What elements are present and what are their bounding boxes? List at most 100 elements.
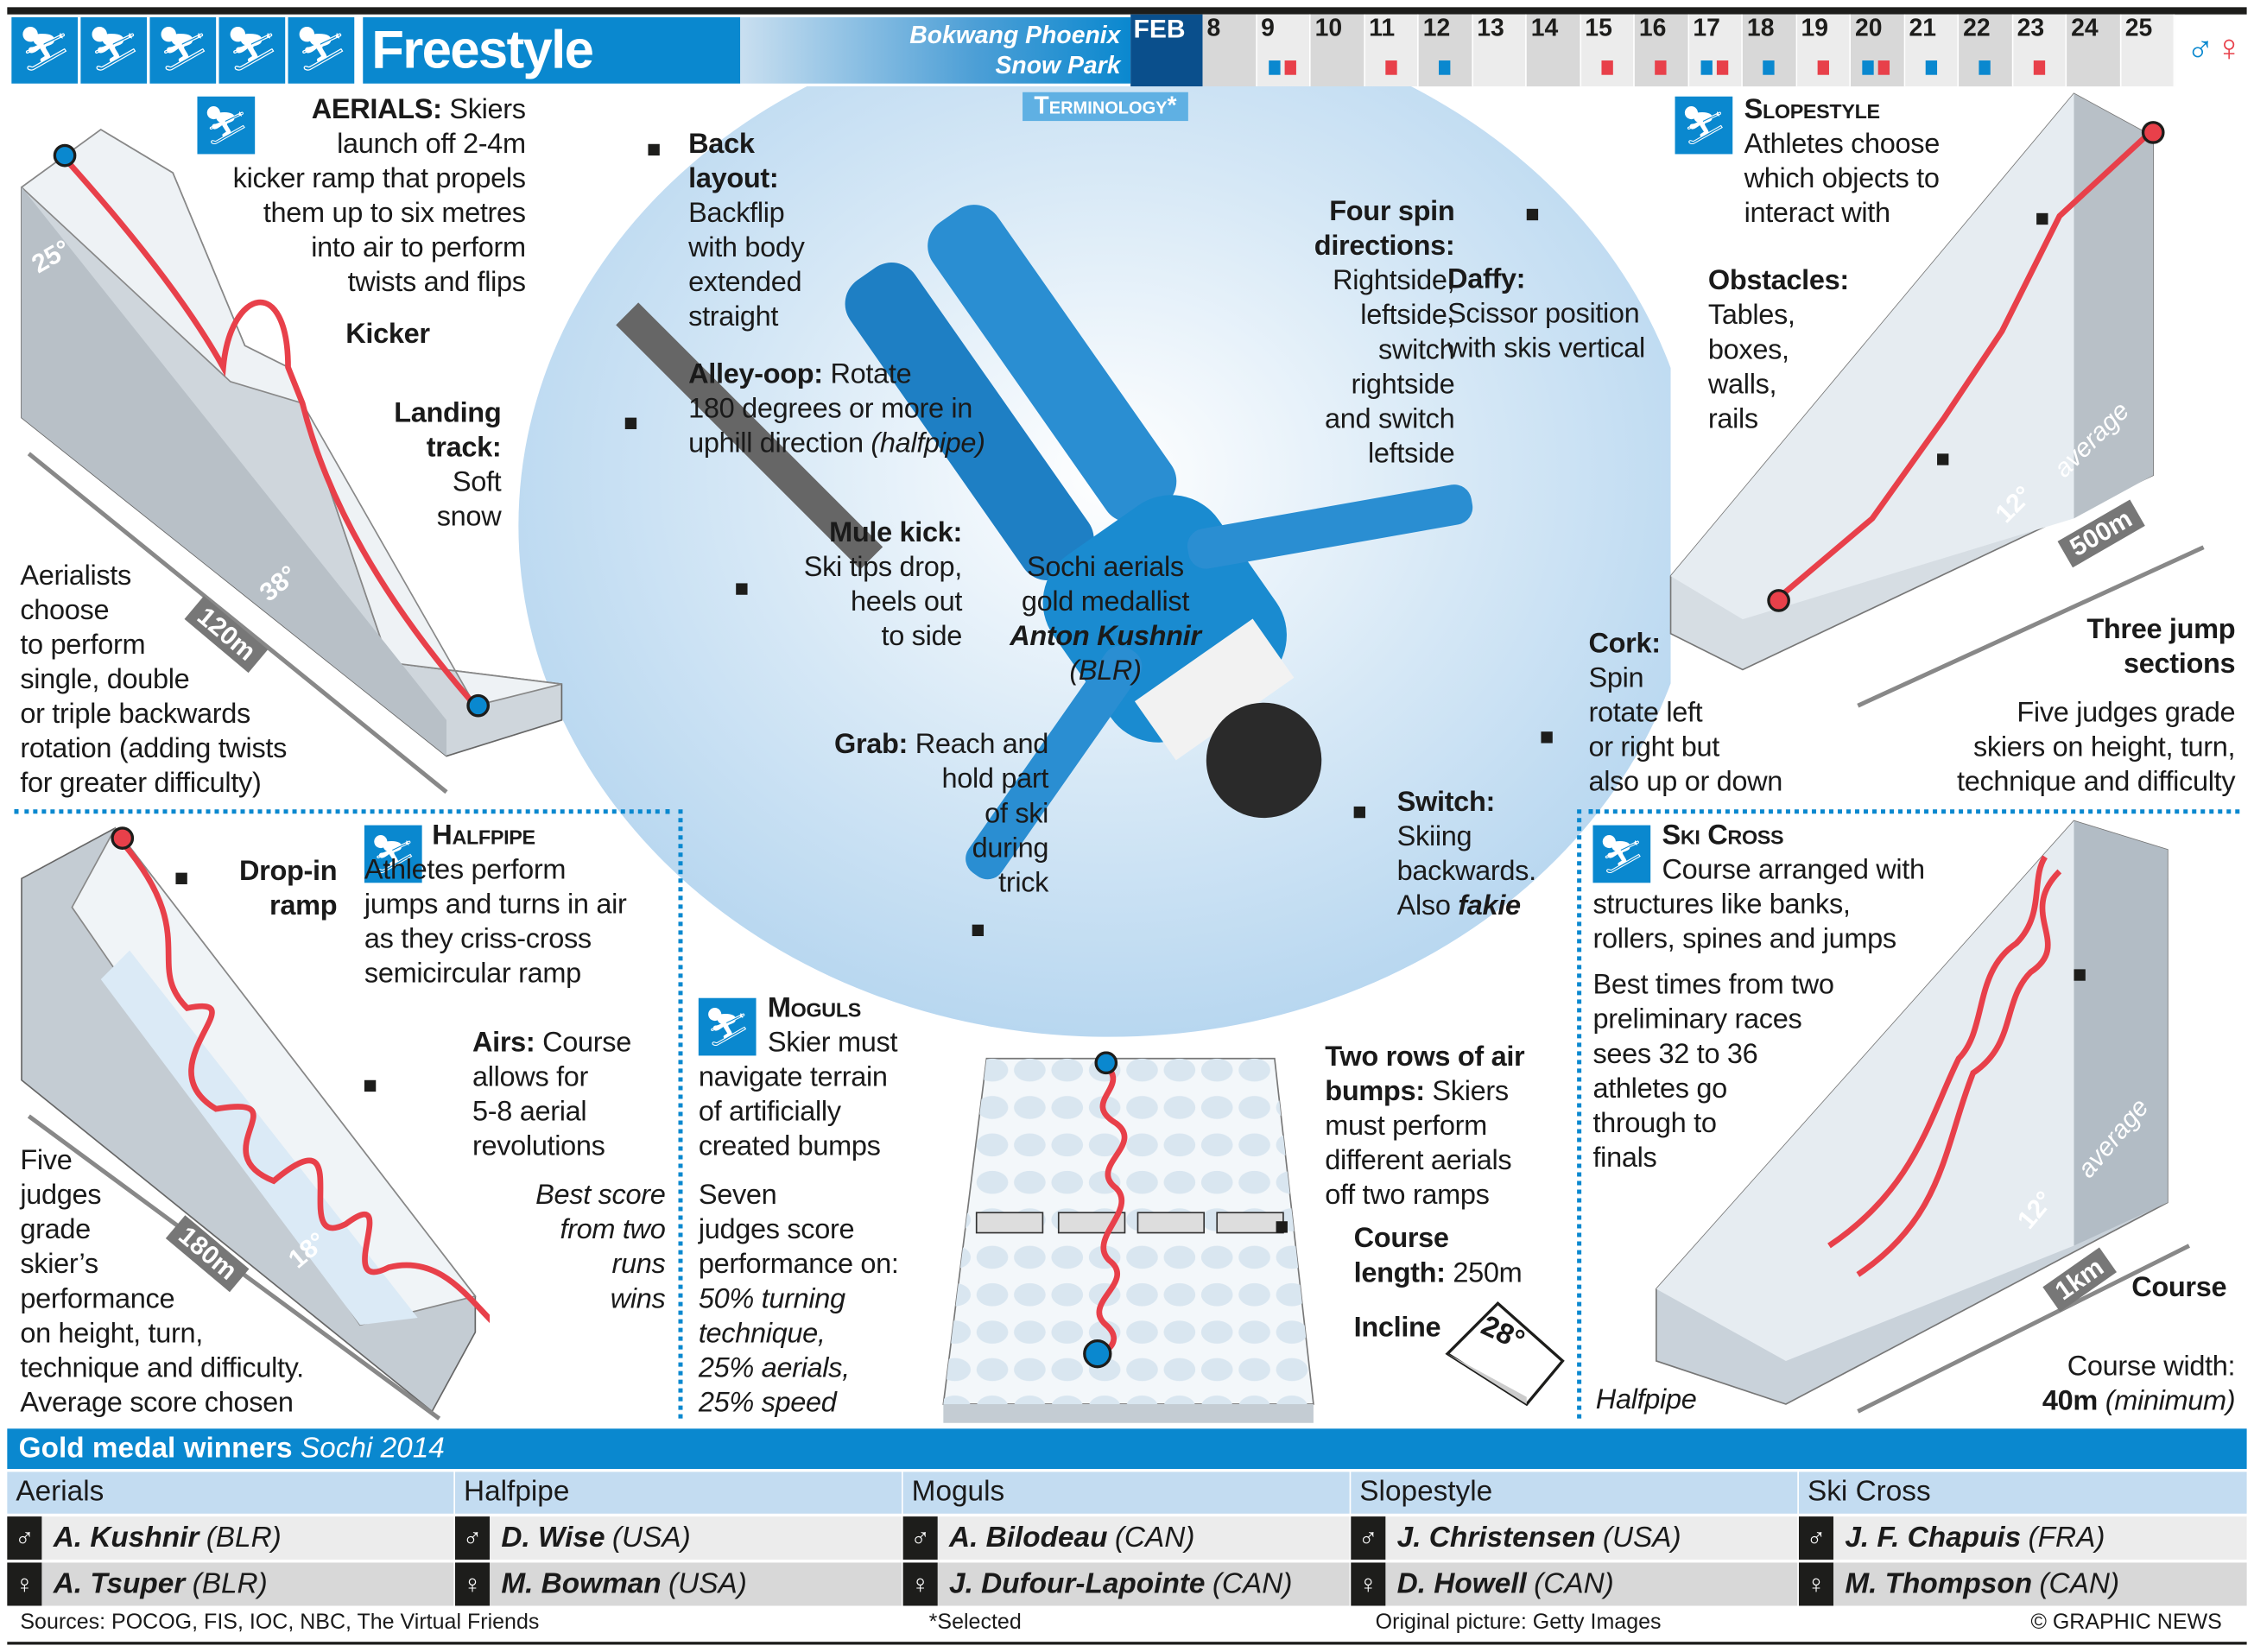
women-event-marker [2032,60,2045,75]
terminology-label: Terminology* [1023,92,1188,122]
medal-column: Halfpipe♂D. Wise(USA)♀M. Bowman(USA) [454,1472,902,1606]
halfpipe-feature-label: Halfpipe [1595,1383,1697,1416]
athlete-name: D. Howell [1396,1568,1527,1600]
medal-row-men: ♂A. Kushnir(BLR) [7,1516,454,1560]
athlete-name: J. Christensen [1396,1522,1596,1554]
day-number: 12 [1422,14,1451,42]
term-spin-directions: Four spin directions: Rightside, leftsid… [1225,194,1455,471]
switch-heading: Switch: [1396,786,1496,819]
moguls-criteria: 50% turning technique, 25% aerials, 25% … [698,1282,850,1419]
pointer [648,143,660,156]
pointer [2074,969,2086,981]
medal-event-name: Slopestyle [1351,1472,1798,1514]
athlete-country: (BLR) [206,1522,282,1554]
medal-column: Slopestyle♂J. Christensen(USA)♀D. Howell… [1351,1472,1798,1606]
halfpipe-section-icon: ⛷ [364,825,422,883]
sources: Sources: POCOG, FIS, IOC, NBC, The Virtu… [20,1610,540,1635]
medal-column: Aerials♂A. Kushnir(BLR)♀A. Tsuper(BLR) [7,1472,454,1606]
divider [14,809,670,814]
moguls-length-value: 250m [1445,1256,1523,1289]
calendar-day: 16 [1634,14,1689,87]
athlete-country: (USA) [1602,1522,1681,1554]
bottom-rule [7,1642,2247,1645]
medal-row-women: ♀M. Thompson(CAN) [1798,1562,2247,1606]
course-width: Course width:40m (minimum) [1944,1350,2236,1419]
course-width-value: 40m [2042,1385,2099,1418]
calendar-day: 22 [1959,14,2013,87]
picture-credit: Original picture: Getty Images [1375,1610,1662,1635]
day-number: 11 [1369,14,1396,42]
incline-label: Incline [1353,1312,1441,1344]
medal-row-men: ♂J. Christensen(USA) [1351,1516,1798,1560]
term-alley-oop: Alley-oop: Rotate 180 degrees or more in… [688,358,985,461]
moguls-judges: Seven judges score performance on:50% tu… [699,1178,899,1420]
athlete-country: (CAN) [1114,1522,1195,1554]
gold-medal-table: Gold medal winners Sochi 2014 Aerials♂A.… [7,1428,2247,1606]
moguls-length-heading: Course length: [1353,1222,1449,1289]
alley-oop-body: Rotate 180 degrees or more in uphill dir… [688,358,973,459]
calendar-month: FEB [1130,14,1203,87]
air-bumps-heading: Two rows of air bumps: [1325,1041,1525,1108]
slopestyle-icon: ⛷ [218,17,286,84]
medal-row-men: ♂D. Wise(USA) [454,1516,902,1560]
landing-track-body: Soft snow [436,466,502,534]
moguls-heading: Moguls [768,991,861,1025]
women-event-marker [1716,60,1728,75]
calendar-day: 23 [2012,14,2067,87]
medal-row-women: ♀J. Dufour-Lapointe(CAN) [902,1562,1350,1606]
medal-event-name: Aerials [7,1472,454,1514]
athlete-name: M. Thompson [1845,1568,2033,1600]
term-switch: Switch: Skiing backwards. Also fakie [1397,785,1536,923]
selected-note: *Selected [928,1610,1022,1635]
athlete-name: J. F. Chapuis [1845,1522,2022,1554]
term-daffy: Daffy: Scissor position with skis vertic… [1447,263,1645,366]
moguls-length: Course length: 250m [1354,1221,1523,1290]
pointer [1937,453,1949,465]
obstacles-body: Tables, boxes, walls, rails [1707,299,1795,435]
calendar-day: 18 [1742,14,1797,87]
men-event-marker [1700,60,1713,75]
day-number: 23 [2017,14,2045,42]
day-number: 9 [1261,14,1275,42]
medallist-text: Sochi aerials gold medallist [1021,551,1190,618]
athlete-country: (USA) [611,1522,691,1554]
athlete-name: J. Dufour-Lapointe [949,1568,1206,1600]
airs-body: Course allows for 5-8 aerial revolutions [472,1027,631,1162]
men-icon: ♂ [1798,1516,1833,1560]
women-icon: ♀ [902,1562,938,1606]
slopestyle-judges: Five judges grade skiers on height, turn… [1957,697,2236,798]
day-number: 19 [1801,14,1829,42]
halfpipe-heading: Halfpipe [432,818,535,852]
pointer [175,872,187,884]
slopestyle-body: Athletes choose which objects to interac… [1744,128,1941,230]
top-rule [7,7,2247,15]
moguls-icon: ⛷ [149,17,217,84]
day-number: 14 [1530,14,1559,42]
calendar-day: 10 [1310,14,1365,87]
term-back-layout: Back layout: Backflip with body extended… [688,127,805,334]
day-number: 22 [1963,14,1991,42]
day-number: 17 [1693,14,1720,42]
day-number: 24 [2071,14,2099,42]
day-number: 10 [1314,14,1343,42]
calendar-day: 20 [1850,14,1905,87]
aerials-body: Skiers launch off 2-4m kicker ramp that … [232,93,526,299]
medallist-name: Anton Kushnir [1010,620,1201,653]
pointer [2036,212,2048,225]
men-icon: ♂ [902,1516,938,1560]
women-event-marker [1283,60,1296,75]
term-cork: Cork: Spin rotate left or right but also… [1588,626,1782,799]
air-bumps-label: Two rows of air bumps: Skiers must perfo… [1325,1040,1524,1212]
course-width-note: (minimum) [2098,1385,2236,1418]
day-number: 25 [2124,14,2153,42]
athlete-country: (CAN) [2039,1568,2120,1600]
spin-heading: Four spin directions: [1314,195,1455,263]
moguls-course-diagram [942,1051,1314,1423]
ski-cross-times: Best times from two preliminary races se… [1592,969,1834,1174]
moguls-title: Moguls [767,992,861,1024]
ski-cross-icon: ⛷ [288,17,355,84]
moguls-judges-text: Seven judges score performance on: [698,1179,899,1281]
aerials-heading: AERIALS: [311,93,442,126]
